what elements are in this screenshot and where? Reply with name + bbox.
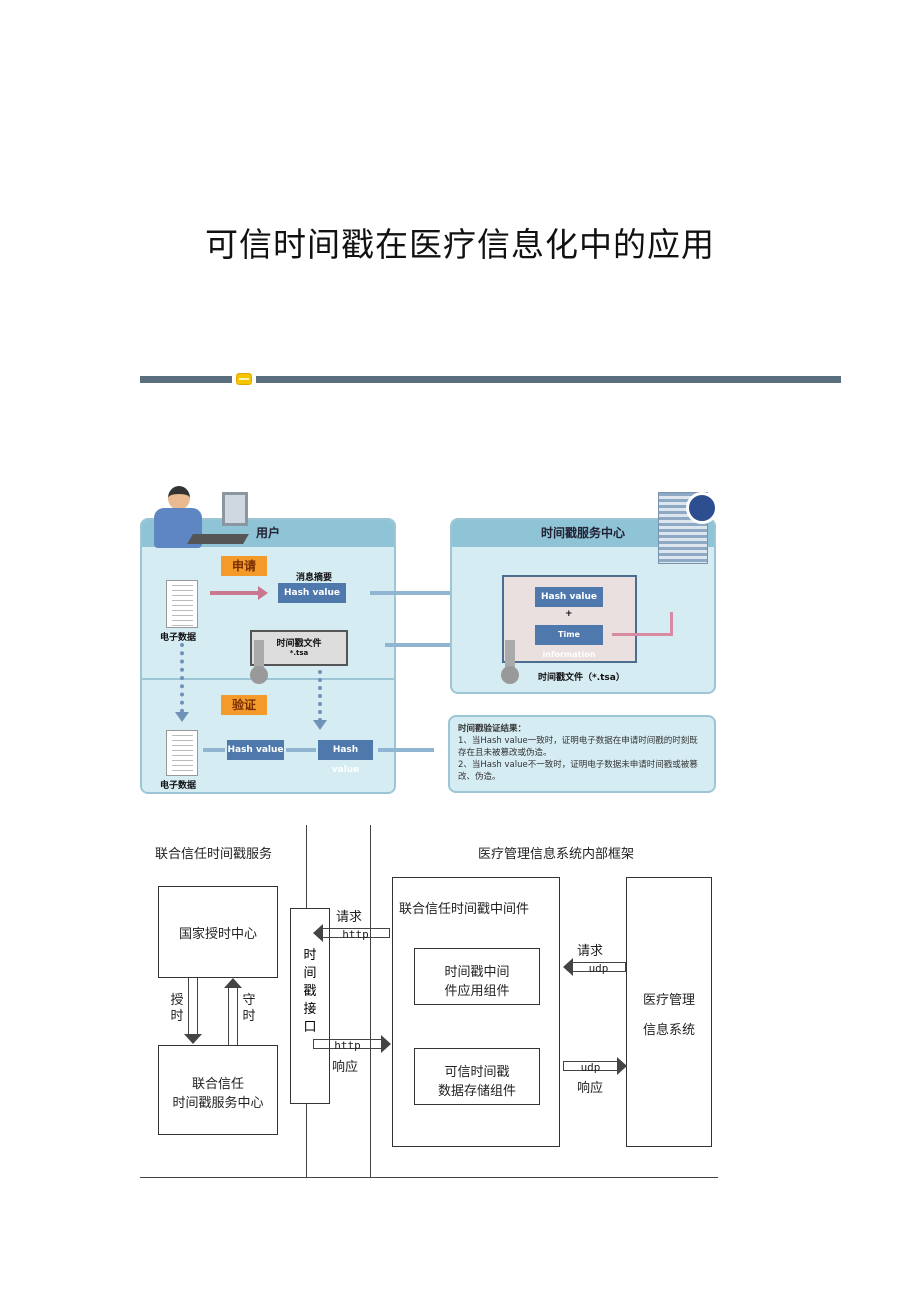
- middleware-box: 联合信任时间戳中间件: [392, 877, 560, 1147]
- left-title: 联合信任时间戳服务: [155, 847, 273, 862]
- bottom-line: [140, 1177, 718, 1178]
- udp-response-arrow: udp: [563, 1061, 617, 1074]
- verify-result-box: 时间戳验证结果： 1、当Hash value一致时，证明电子数据在申请时间戳的时…: [448, 715, 716, 793]
- comp1-label-1: 时间戳中间: [444, 965, 510, 980]
- hash-value-box: Hash value: [318, 740, 373, 775]
- timing-label: 授时: [170, 993, 184, 1024]
- comp2-label-2: 数据存储组件: [437, 1084, 516, 1099]
- arrow-head-icon: [184, 1034, 202, 1044]
- his-label-1: 医疗管理: [642, 993, 695, 1008]
- digest-label: 消息摘要: [296, 573, 333, 583]
- divider-right: [256, 376, 841, 383]
- arrow-head-icon: [381, 1035, 391, 1053]
- middleware-app-component: 时间戳中间 件应用组件: [414, 948, 540, 1005]
- apply-label: 申请: [221, 556, 267, 576]
- arrow-head-icon: [313, 720, 327, 730]
- middleware-label: 联合信任时间戳中间件: [399, 902, 530, 917]
- ts-file-label: 时间戳文件: [276, 639, 322, 649]
- arrow-head-icon: [258, 586, 268, 600]
- arrow-head-icon: [175, 712, 189, 722]
- seal-icon: [505, 640, 515, 670]
- hash-value-box: Hash value: [227, 740, 284, 760]
- document-title: 可信时间戳在医疗信息化中的应用: [205, 225, 715, 264]
- timing-arrow: [188, 978, 198, 1036]
- service-center-box: 联合信任 时间戳服务中心: [158, 1045, 278, 1135]
- seal-base-icon: [501, 666, 519, 684]
- result-title: 时间戳验证结果：: [458, 724, 527, 734]
- his-label-2: 信息系统: [642, 1023, 695, 1038]
- ntsc-box: 国家授时中心: [158, 886, 278, 978]
- result-2: 2、当Hash value不一致时，证明电子数据未申请时间戳或被篡改、伪造。: [458, 760, 698, 782]
- arrow: [203, 748, 225, 752]
- document-icon: [166, 580, 198, 628]
- seal-base-icon: [250, 666, 268, 684]
- http-request-arrow: http: [322, 928, 390, 941]
- user-at-computer-icon: [150, 486, 250, 566]
- http-label: http: [334, 1039, 361, 1052]
- e-data-label: 电子数据: [160, 781, 197, 791]
- panel-divider: [142, 678, 394, 680]
- send-arrow: [370, 591, 472, 595]
- arrow: [378, 748, 434, 752]
- udp-label: udp: [588, 962, 609, 975]
- keeping-label: 守时: [242, 993, 256, 1024]
- http-request-label: 请求: [336, 910, 363, 925]
- dotted-arrow: [318, 670, 322, 722]
- divider-left: [140, 376, 232, 383]
- plus-sign: +: [565, 609, 573, 619]
- result-1: 1、当Hash value一致时，证明电子数据在申请时间戳的时刻既存在且未被篡改…: [458, 736, 698, 758]
- udp-response-label: 响应: [577, 1081, 604, 1096]
- divider-ornament-icon: [236, 373, 252, 385]
- ntsc-label: 国家授时中心: [178, 927, 257, 942]
- verify-label: 验证: [221, 695, 267, 715]
- comp2-label-1: 可信时间戳: [444, 1065, 510, 1080]
- ts-file-box: 时间戳文件 *.tsa: [250, 630, 348, 666]
- udp-request-label: 请求: [577, 944, 604, 959]
- seal-icon: [254, 640, 264, 670]
- comp1-label-2: 件应用组件: [444, 984, 510, 999]
- hash-value-box: Hash value: [278, 583, 346, 603]
- ts-file-full-label: 时间戳文件（*.tsa）: [538, 673, 625, 683]
- his-box: 医疗管理 信息系统: [626, 877, 712, 1147]
- service-center-label-2: 时间戳服务中心: [172, 1096, 264, 1111]
- time-info-box: Time information: [535, 625, 603, 659]
- document-icon: [166, 730, 198, 776]
- compare-arrow: [286, 748, 316, 752]
- http-label: http: [342, 928, 369, 941]
- http-response-label: 响应: [332, 1060, 359, 1075]
- arrow-head-icon: [617, 1057, 627, 1075]
- clock-icon: [686, 492, 718, 524]
- hash-value-box: Hash value: [535, 587, 603, 607]
- arrow-head-icon: [313, 924, 323, 942]
- pink-arrow: [210, 591, 260, 595]
- udp-request-arrow: udp: [572, 962, 626, 975]
- dotted-arrow: [180, 643, 184, 713]
- right-title: 医疗管理信息系统内部框架: [478, 847, 635, 862]
- e-data-label: 电子数据: [160, 633, 197, 643]
- boundary-line: [370, 825, 371, 1177]
- return-arrow: [385, 643, 471, 647]
- arrow-head-icon: [563, 958, 573, 976]
- arrow-head-icon: [224, 978, 242, 988]
- service-center-label-1: 联合信任: [191, 1077, 244, 1092]
- pink-arrow: [612, 633, 672, 636]
- http-response-arrow: http: [313, 1039, 381, 1052]
- storage-component: 可信时间戳 数据存储组件: [414, 1048, 540, 1105]
- ts-ext-label: *.tsa: [289, 649, 309, 657]
- keeping-arrow: [228, 988, 238, 1045]
- interface-box: 时间戳接口: [290, 908, 330, 1104]
- udp-label: udp: [580, 1061, 601, 1074]
- pink-arrow-segment: [670, 612, 673, 636]
